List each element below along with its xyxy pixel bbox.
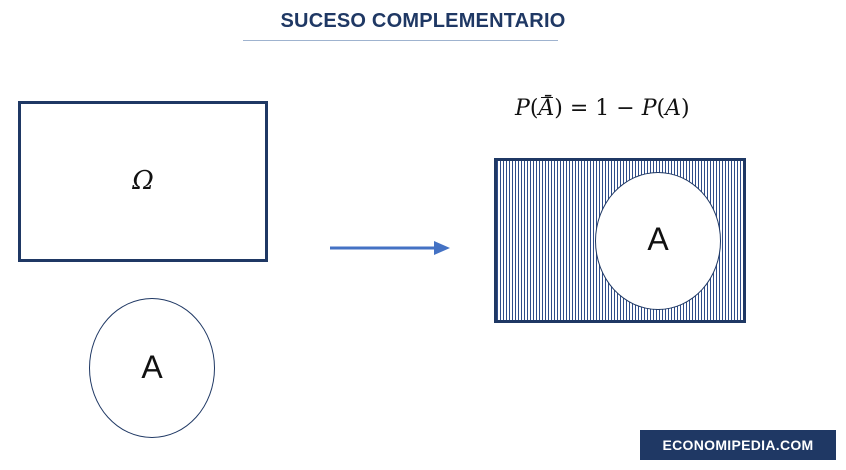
complement-formula: P(Ā) = 1 − P(A) [515, 96, 690, 121]
formula-equals: = 1 − [562, 96, 642, 121]
event-a-circle: A [89, 298, 215, 438]
formula-a: A [665, 96, 682, 121]
complement-hatched-box: A [494, 158, 746, 323]
formula-open: ( [529, 96, 539, 121]
formula-open2: ( [656, 96, 666, 121]
complement-event-label: A [647, 221, 669, 257]
formula-close: ) [554, 96, 563, 121]
brand-label: ECONOMIPEDIA.COM [662, 437, 814, 453]
formula-close2: ) [681, 96, 690, 121]
title-underline [243, 40, 558, 41]
sample-space-symbol: Ω [132, 166, 154, 196]
complement-event-circle: A [595, 172, 721, 310]
brand-badge: ECONOMIPEDIA.COM [640, 430, 836, 460]
sample-space-box: Ω [18, 101, 268, 262]
formula-p2: P [641, 96, 657, 121]
page-title: SUCESO COMPLEMENTARIO [280, 10, 566, 32]
right-arrow-icon [330, 241, 450, 255]
event-a-label: A [141, 349, 163, 385]
formula-a-bar: Ā [538, 96, 555, 121]
formula-p: P [515, 96, 530, 121]
